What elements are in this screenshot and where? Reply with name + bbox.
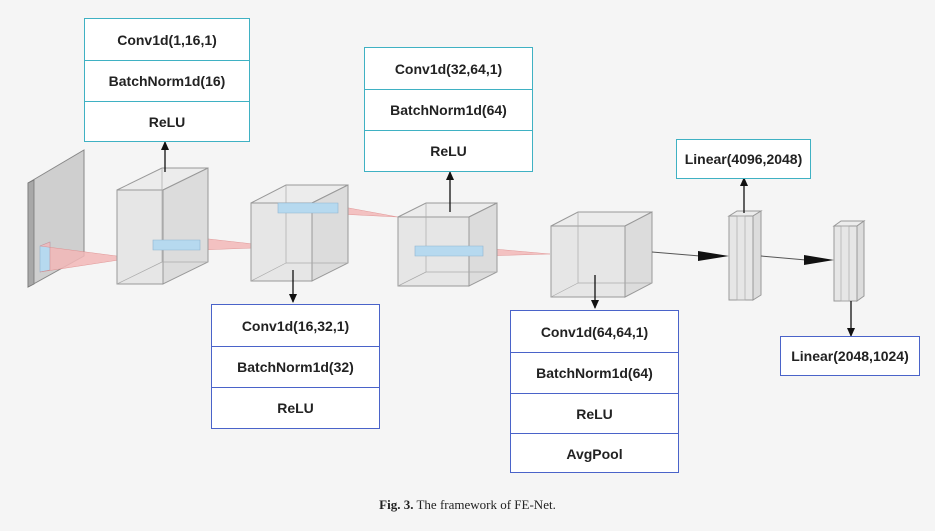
block1-batchnorm-label: BatchNorm1d(16) xyxy=(85,60,249,101)
feature-cube-1 xyxy=(116,167,209,285)
block2-conv-label: Conv1d(16,32,1) xyxy=(241,317,350,334)
figure-caption: Fig. 3. The framework of FE-Net. xyxy=(0,497,935,513)
layer-box-block4: Conv1d(64,64,1) BatchNorm1d(64) ReLU Avg… xyxy=(510,310,679,473)
feature-cube-3 xyxy=(397,202,498,287)
block4-relu-label: ReLU xyxy=(511,393,678,433)
block4-conv-label: Conv1d(64,64,1) xyxy=(540,323,649,340)
linear2-box: Linear(2048,1024) xyxy=(780,336,920,376)
block3-relu-label: ReLU xyxy=(365,130,532,171)
feature-cube-4 xyxy=(550,211,653,298)
flow-arrow-head-2 xyxy=(804,255,834,265)
connector-arrows xyxy=(161,141,855,337)
feature-cube-2 xyxy=(250,184,349,282)
caption-fig-label: Fig. 3. xyxy=(379,497,414,512)
flow-arrow-head-1 xyxy=(698,251,729,261)
linear1-box: Linear(4096,2048) xyxy=(676,139,811,179)
layer-box-block3: Conv1d(32,64,1) BatchNorm1d(64) ReLU xyxy=(364,47,533,172)
block3-batchnorm-label: BatchNorm1d(64) xyxy=(365,89,532,130)
linear-column-2 xyxy=(832,220,866,302)
linear-column-1 xyxy=(727,210,763,301)
layer-box-block2: Conv1d(16,32,1) BatchNorm1d(32) ReLU xyxy=(211,304,380,429)
block2-relu-label: ReLU xyxy=(212,387,379,428)
block4-avgpool-label: AvgPool xyxy=(511,433,678,473)
block1-conv-label: Conv1d(1,16,1) xyxy=(117,31,217,48)
layer-box-block1: Conv1d(1,16,1) BatchNorm1d(16) ReLU xyxy=(84,18,250,142)
block1-relu-label: ReLU xyxy=(85,101,249,141)
block4-batchnorm-label: BatchNorm1d(64) xyxy=(511,352,678,393)
flow-arrows xyxy=(651,251,834,265)
block2-batchnorm-label: BatchNorm1d(32) xyxy=(212,346,379,387)
block3-conv-label: Conv1d(32,64,1) xyxy=(394,60,503,77)
caption-text: The framework of FE-Net. xyxy=(416,497,556,512)
